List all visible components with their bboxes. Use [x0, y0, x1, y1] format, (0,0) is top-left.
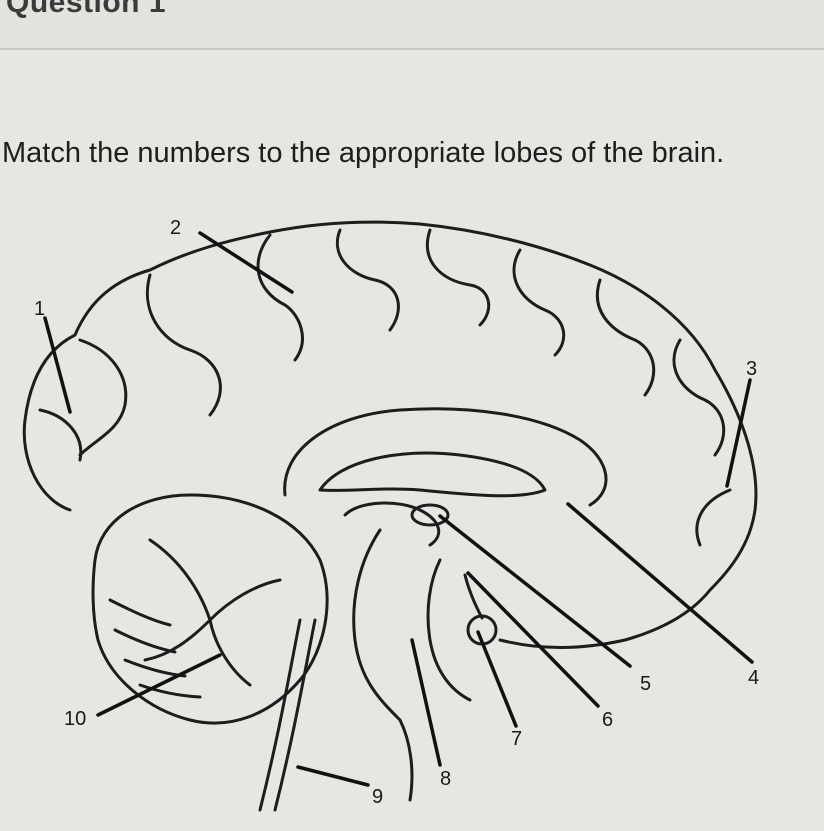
leader-line-7: [478, 632, 516, 726]
label-6: 6: [602, 709, 613, 731]
gyrus-fold: [337, 230, 398, 330]
leader-line-10: [98, 655, 220, 715]
leader-line-9: [298, 767, 368, 785]
gyrus-fold: [697, 490, 730, 545]
infundibulum: [465, 575, 482, 618]
label-8: 8: [440, 768, 451, 790]
question-prompt: Match the numbers to the appropriate lob…: [2, 137, 724, 170]
gyrus-fold: [514, 250, 564, 355]
gyrus-fold: [80, 340, 126, 455]
label-2: 2: [170, 217, 181, 239]
label-9: 9: [372, 786, 383, 808]
gyrus-fold: [147, 275, 220, 415]
label-4: 4: [748, 667, 759, 689]
gyrus-fold: [427, 230, 488, 325]
gyrus-fold: [674, 340, 724, 455]
brain-diagram: 1 2 3 4 5 6 7 8 9 10: [0, 200, 824, 826]
leader-line-2: [200, 233, 292, 292]
label-5: 5: [640, 673, 651, 695]
pons: [428, 560, 470, 700]
question-header: Question 1: [0, 0, 824, 50]
brain-sagittal-illustration: 1 2 3 4 5 6 7 8 9 10: [0, 200, 824, 826]
corpus-callosum: [320, 453, 545, 496]
label-3: 3: [746, 358, 757, 380]
gyrus-fold: [40, 410, 81, 460]
gyrus-fold: [258, 235, 302, 360]
leader-line-1: [45, 318, 70, 412]
gyrus-fold: [597, 280, 653, 395]
arbor-vitae: [145, 540, 280, 685]
medulla-tract: [260, 620, 300, 810]
question-title: Question 1: [6, 0, 166, 20]
label-10: 10: [64, 708, 86, 730]
leader-line-6: [468, 573, 598, 706]
midbrain: [354, 530, 412, 800]
label-1: 1: [34, 298, 45, 320]
label-7: 7: [511, 728, 522, 750]
